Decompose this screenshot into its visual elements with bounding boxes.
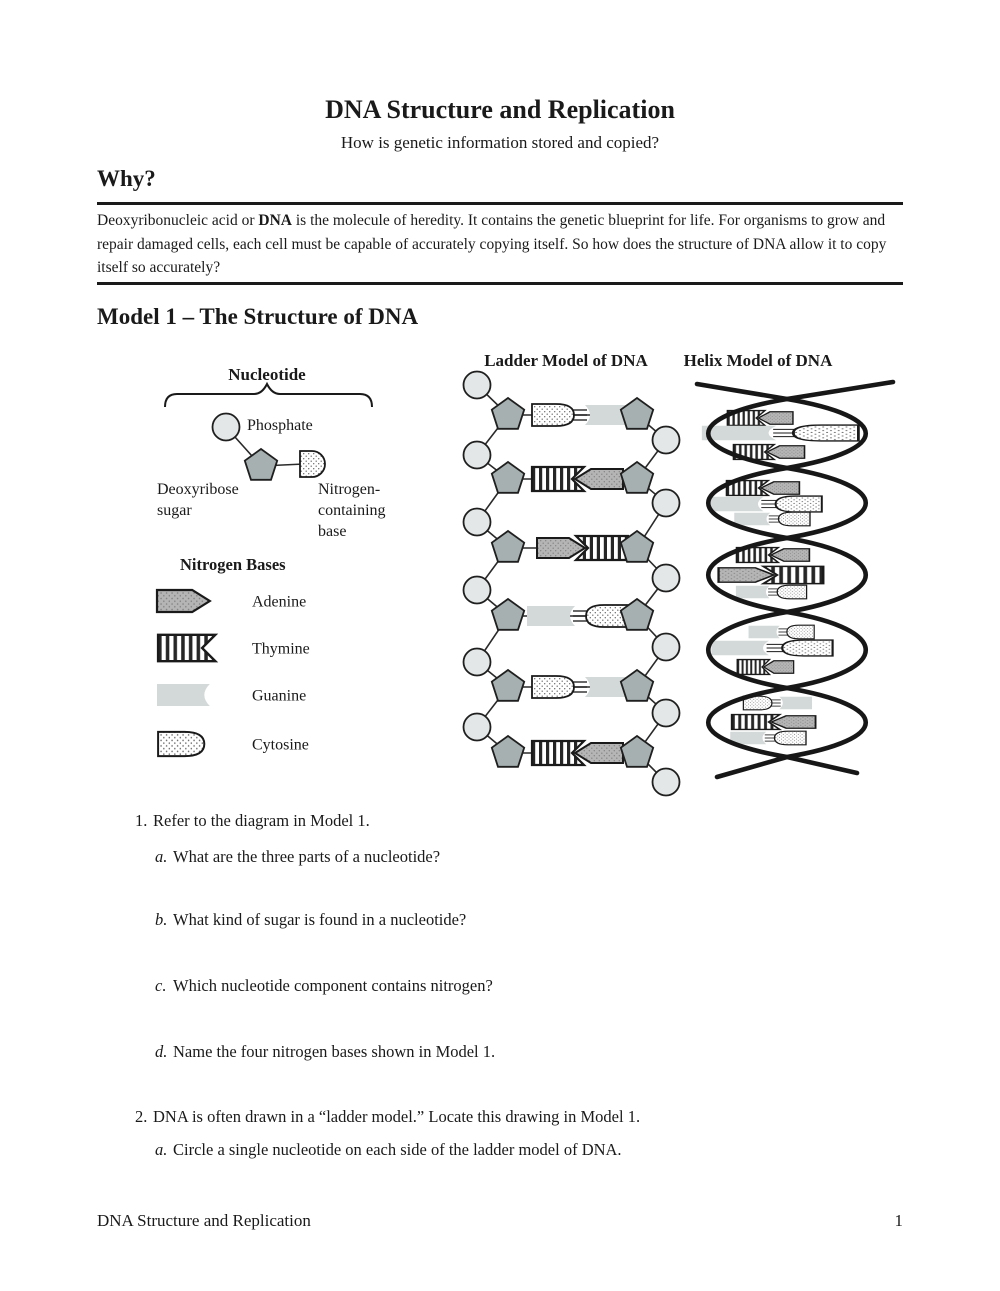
legend-label-thymine: Thymine bbox=[252, 641, 310, 658]
legend-shape-cytosine bbox=[157, 730, 206, 758]
question-1d: d. Name the four nitrogen bases shown in… bbox=[155, 1041, 495, 1062]
nucleotide-label: Nucleotide bbox=[228, 365, 306, 384]
page-subtitle: How is genetic information stored and co… bbox=[340, 133, 660, 152]
question-2a-text: Circle a single nucleotide on each side … bbox=[173, 1140, 622, 1159]
base-label-line1: Nitrogen- bbox=[318, 481, 380, 498]
question-2-text: DNA is often drawn in a “ladder model.” … bbox=[153, 1107, 641, 1126]
base-pair-guanine-cytosine bbox=[701, 423, 860, 443]
question-1-text: Refer to the diagram in Model 1. bbox=[153, 811, 370, 830]
base-pair-thymine-adenine bbox=[725, 479, 801, 497]
question-1d-letter: d. bbox=[155, 1042, 168, 1061]
why-paragraph: Deoxyribonucleic acid or DNA is the mole… bbox=[97, 209, 899, 280]
nitrogen-base-shape bbox=[299, 450, 326, 478]
question-1a-letter: a. bbox=[155, 847, 168, 866]
footer-page-number: 1 bbox=[894, 1211, 904, 1230]
question-1b-text: What kind of sugar is found in a nucleot… bbox=[173, 910, 467, 929]
base-label-line3: base bbox=[318, 523, 346, 540]
base-pair-guanine-cytosine bbox=[711, 639, 834, 657]
base-pair-guanine-cytosine bbox=[710, 495, 823, 513]
sugar-label-line2: sugar bbox=[157, 502, 192, 519]
base-pair-thymine-adenine bbox=[736, 658, 795, 676]
base-pair-cytosine-guanine bbox=[531, 403, 633, 427]
footer-title: DNA Structure and Replication bbox=[97, 1211, 311, 1230]
question-2a: a. Circle a single nucleotide on each si… bbox=[155, 1139, 622, 1160]
question-2a-letter: a. bbox=[155, 1140, 168, 1159]
helix-strand-a bbox=[694, 381, 868, 780]
base-pair-cytosine-guanine bbox=[531, 675, 633, 699]
base-pair-thymine-adenine bbox=[530, 739, 624, 767]
question-1a: a. What are the three parts of a nucleot… bbox=[155, 846, 440, 867]
base-label-line2: containing bbox=[318, 502, 386, 519]
question-2-number: 2. bbox=[135, 1107, 148, 1126]
why-heading: Why? bbox=[97, 166, 156, 191]
base-pair-adenine-thymine bbox=[536, 534, 630, 562]
base-pair-thymine-adenine bbox=[735, 546, 811, 564]
sugar-label-line1: Deoxyribose bbox=[157, 481, 239, 498]
question-1c: c. Which nucleotide component contains n… bbox=[155, 975, 493, 996]
legend-label-guanine: Guanine bbox=[252, 688, 306, 705]
base-pair-guanine-cytosine bbox=[527, 604, 629, 628]
why-text-after: is the molecule of heredity. It contains… bbox=[97, 212, 887, 277]
question-1b: b. What kind of sugar is found in a nucl… bbox=[155, 909, 466, 930]
ladder-model-title: Ladder Model of DNA bbox=[484, 351, 648, 370]
question-1c-letter: c. bbox=[155, 976, 167, 995]
question-1d-text: Name the four nitrogen bases shown in Mo… bbox=[173, 1042, 496, 1061]
helix-strand-b bbox=[706, 379, 896, 776]
helix-model-drawing bbox=[694, 379, 896, 780]
question-2: 2. DNA is often drawn in a “ladder model… bbox=[135, 1106, 640, 1127]
base-pair-guanine-cytosine bbox=[734, 511, 811, 527]
base-pair-guanine-cytosine bbox=[748, 624, 815, 640]
question-1b-letter: b. bbox=[155, 910, 168, 929]
question-1-number: 1. bbox=[135, 811, 148, 830]
phosphate-label: Phosphate bbox=[247, 417, 313, 434]
base-pair-thymine-adenine bbox=[730, 713, 817, 731]
page-title: DNA Structure and Replication bbox=[325, 95, 675, 124]
legend-label-cytosine: Cytosine bbox=[252, 737, 309, 754]
nucleotide-brace bbox=[164, 381, 373, 408]
divider-top bbox=[97, 202, 903, 205]
why-text-bold: DNA bbox=[258, 212, 292, 229]
base-pair-guanine-cytosine bbox=[735, 584, 808, 600]
why-text-before: Deoxyribonucleic acid or bbox=[97, 212, 259, 229]
question-1c-text: Which nucleotide component contains nitr… bbox=[173, 976, 493, 995]
legend-shape-thymine bbox=[156, 633, 217, 663]
base-pair-thymine-adenine bbox=[530, 465, 624, 493]
base-pair-cytosine-guanine bbox=[742, 695, 813, 711]
nitrogen-bases-heading: Nitrogen Bases bbox=[180, 555, 286, 574]
ladder-model-drawing bbox=[462, 370, 681, 797]
model1-diagram: Nucleotide Phosphate Deoxyribose sugar N… bbox=[155, 351, 896, 797]
phosphate-shape bbox=[211, 412, 241, 442]
helix-model-title: Helix Model of DNA bbox=[684, 351, 833, 370]
question-1a-text: What are the three parts of a nucleotide… bbox=[173, 847, 441, 866]
divider-bottom bbox=[97, 282, 903, 285]
question-1: 1. Refer to the diagram in Model 1. bbox=[135, 810, 370, 831]
legend-label-adenine: Adenine bbox=[252, 594, 306, 611]
base-pair-guanine-cytosine bbox=[730, 730, 807, 746]
legend-shape-guanine bbox=[157, 684, 210, 706]
base-pair-adenine-thymine bbox=[717, 565, 825, 585]
legend-shape-adenine bbox=[155, 588, 211, 614]
model1-heading: Model 1 – The Structure of DNA bbox=[97, 304, 419, 329]
